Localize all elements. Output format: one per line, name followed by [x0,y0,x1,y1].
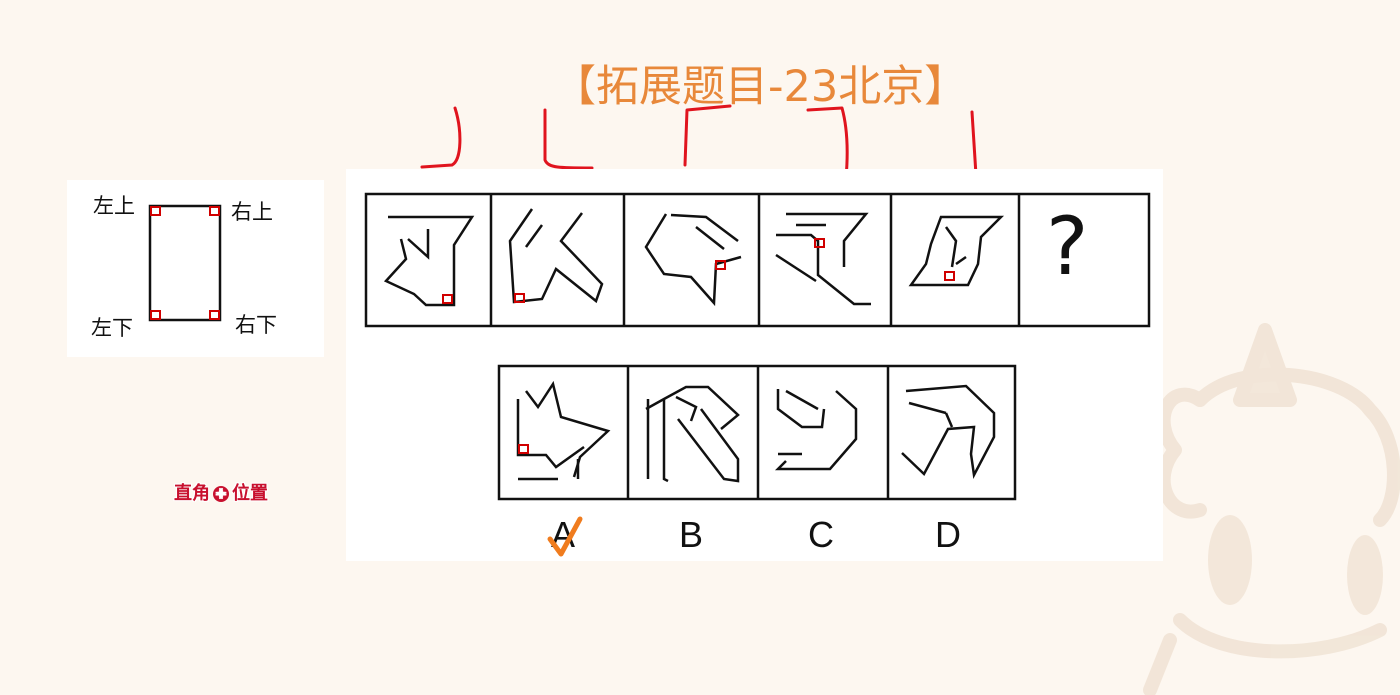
option-b-label[interactable]: B [679,514,704,555]
figure-1 [383,215,475,307]
option-b-figure [645,385,740,483]
question-mark: ? [1046,200,1089,293]
hint-part2: 位置 [232,483,268,504]
figure-2 [508,208,604,304]
figure-4 [775,212,871,306]
option-d-label[interactable]: D [935,514,961,555]
option-a-figure [516,380,611,481]
legend-rectangle [148,204,222,322]
question-row [364,192,1151,328]
label-bottom-left: 左下 [91,316,133,340]
plus-icon: + [213,486,229,502]
hint-part1: 直角 [174,483,210,504]
label-top-left: 左上 [93,194,135,218]
hint-text: 直角+位置 [174,479,268,505]
label-bottom-right: 右下 [235,313,277,337]
puzzle-area: ? [346,169,1163,561]
label-top-right: 右上 [231,200,273,224]
answer-check-icon [547,516,583,557]
option-c-figure [774,389,858,471]
option-c-label[interactable]: C [808,514,834,555]
corner-legend: 左上 右上 左下 右下 [67,180,324,357]
options-row [497,364,1017,501]
option-d-figure [901,384,996,479]
figure-5 [908,215,1005,287]
page-title: 【拓展题目-23北京】 [553,62,968,112]
